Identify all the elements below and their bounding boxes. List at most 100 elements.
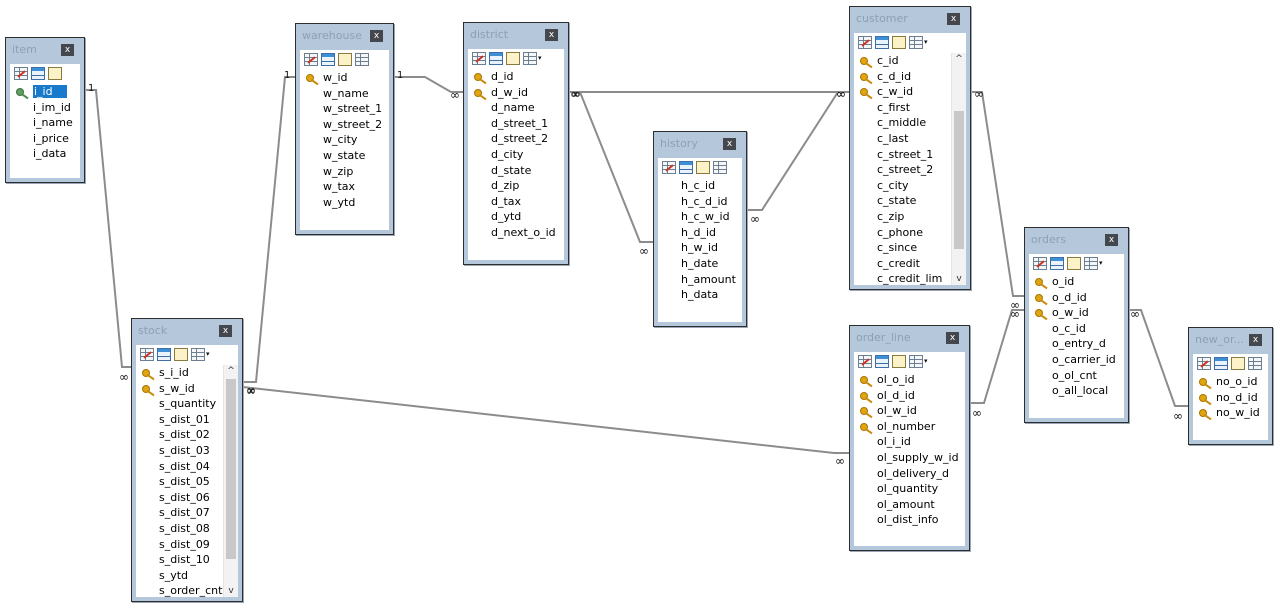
close-icon[interactable]: x	[723, 138, 736, 150]
relationship-orders-new-orders[interactable]	[1129, 309, 1188, 407]
relationship-order-line-orders[interactable]	[970, 309, 1024, 404]
design-table-icon[interactable]	[662, 161, 676, 174]
field-row[interactable]: s_dist_04	[140, 459, 224, 475]
field-row[interactable]: d_street_1	[472, 116, 564, 132]
view-mode-icon[interactable]	[1248, 357, 1262, 370]
field-row[interactable]: c_phone	[858, 225, 952, 241]
field-row[interactable]: s_ytd	[140, 568, 224, 584]
field-row[interactable]: no_w_id	[1197, 405, 1268, 421]
field-row[interactable]: s_dist_01	[140, 412, 224, 428]
field-row[interactable]: c_last	[858, 131, 952, 147]
field-row[interactable]: c_zip	[858, 209, 952, 225]
field-row[interactable]: i_im_id	[14, 100, 80, 116]
field-row[interactable]: d_id	[472, 69, 564, 85]
field-row[interactable]: s_dist_08	[140, 521, 224, 537]
close-icon[interactable]: x	[370, 30, 383, 42]
table-properties-icon[interactable]	[875, 36, 889, 49]
field-row[interactable]: h_date	[662, 256, 742, 272]
close-icon[interactable]: x	[219, 325, 232, 337]
table-properties-icon[interactable]	[157, 348, 171, 361]
field-row[interactable]: w_name	[304, 86, 389, 102]
field-row[interactable]: ol_dist_info	[858, 512, 965, 528]
copy-icon[interactable]	[174, 348, 188, 361]
copy-icon[interactable]	[338, 53, 352, 66]
field-row[interactable]: w_zip	[304, 164, 389, 180]
view-mode-icon[interactable]	[713, 161, 727, 174]
vertical-scrollbar[interactable]: ^v	[223, 365, 238, 597]
field-row[interactable]: ol_d_id	[858, 388, 965, 404]
field-row[interactable]: h_c_id	[662, 178, 742, 194]
field-row[interactable]: i_name	[14, 115, 80, 131]
relationship-district-history[interactable]	[569, 91, 653, 243]
field-row[interactable]: h_w_id	[662, 240, 742, 256]
field-row[interactable]: d_name	[472, 100, 564, 116]
field-row[interactable]: ol_quantity	[858, 481, 965, 497]
field-row[interactable]: c_first	[858, 100, 952, 116]
field-row[interactable]: c_state	[858, 193, 952, 209]
field-row[interactable]: w_street_1	[304, 101, 389, 117]
close-icon[interactable]: x	[947, 13, 960, 25]
copy-icon[interactable]	[696, 161, 710, 174]
view-mode-icon[interactable]	[355, 53, 369, 66]
field-row[interactable]: ol_o_id	[858, 372, 965, 388]
copy-icon[interactable]	[1067, 257, 1081, 270]
field-row[interactable]: d_state	[472, 163, 564, 179]
field-row[interactable]: o_entry_d	[1033, 336, 1124, 352]
field-row[interactable]: o_d_id	[1033, 290, 1124, 306]
table-properties-icon[interactable]	[1050, 257, 1064, 270]
field-row[interactable]: h_c_w_id	[662, 209, 742, 225]
field-row[interactable]: d_w_id	[472, 85, 564, 101]
scroll-up-icon[interactable]: ^	[955, 54, 963, 64]
field-row[interactable]: no_o_id	[1197, 374, 1268, 390]
table-properties-icon[interactable]	[875, 355, 889, 368]
field-row[interactable]: w_tax	[304, 179, 389, 195]
field-row[interactable]: h_amount	[662, 272, 742, 288]
field-row[interactable]: i_price	[14, 131, 80, 147]
field-row[interactable]: w_ytd	[304, 195, 389, 211]
relationship-customer-history[interactable]	[747, 91, 849, 211]
field-row[interactable]: w_city	[304, 132, 389, 148]
field-row[interactable]: o_w_id	[1033, 305, 1124, 321]
field-row[interactable]: ol_w_id	[858, 403, 965, 419]
field-row[interactable]: h_c_d_id	[662, 194, 742, 210]
scroll-up-icon[interactable]: ^	[227, 366, 235, 376]
copy-icon[interactable]	[1231, 357, 1245, 370]
field-row[interactable]: w_state	[304, 148, 389, 164]
dropdown-arrow-icon[interactable]: ▾	[538, 54, 542, 62]
relationship-customer-orders[interactable]	[971, 91, 1024, 297]
close-icon[interactable]: x	[946, 332, 959, 344]
field-row[interactable]: no_d_id	[1197, 390, 1268, 406]
field-row[interactable]: d_zip	[472, 178, 564, 194]
field-row[interactable]: ol_amount	[858, 497, 965, 513]
design-table-icon[interactable]	[858, 36, 872, 49]
field-row[interactable]: w_id	[304, 70, 389, 86]
view-mode-icon[interactable]	[909, 36, 923, 49]
field-row[interactable]: o_all_local	[1033, 383, 1124, 399]
copy-icon[interactable]	[892, 36, 906, 49]
field-row[interactable]: s_dist_06	[140, 490, 224, 506]
field-row[interactable]: c_middle	[858, 115, 952, 131]
dropdown-arrow-icon[interactable]: ▾	[924, 38, 928, 46]
view-mode-icon[interactable]	[1084, 257, 1098, 270]
field-row[interactable]: s_w_id	[140, 381, 224, 397]
field-row[interactable]: c_credit_lim	[858, 271, 952, 285]
field-row[interactable]: o_ol_cnt	[1033, 368, 1124, 384]
relationship-warehouse-district[interactable]	[394, 76, 463, 93]
design-table-icon[interactable]	[1033, 257, 1047, 270]
field-row[interactable]: ol_delivery_d	[858, 466, 965, 482]
design-table-icon[interactable]	[858, 355, 872, 368]
table-properties-icon[interactable]	[31, 67, 45, 80]
scrollbar-thumb[interactable]	[954, 111, 964, 249]
field-row[interactable]: o_id	[1033, 274, 1124, 290]
scrollbar-thumb[interactable]	[226, 379, 236, 559]
field-row[interactable]: c_since	[858, 240, 952, 256]
table-properties-icon[interactable]	[1214, 357, 1228, 370]
field-row[interactable]: c_city	[858, 178, 952, 194]
